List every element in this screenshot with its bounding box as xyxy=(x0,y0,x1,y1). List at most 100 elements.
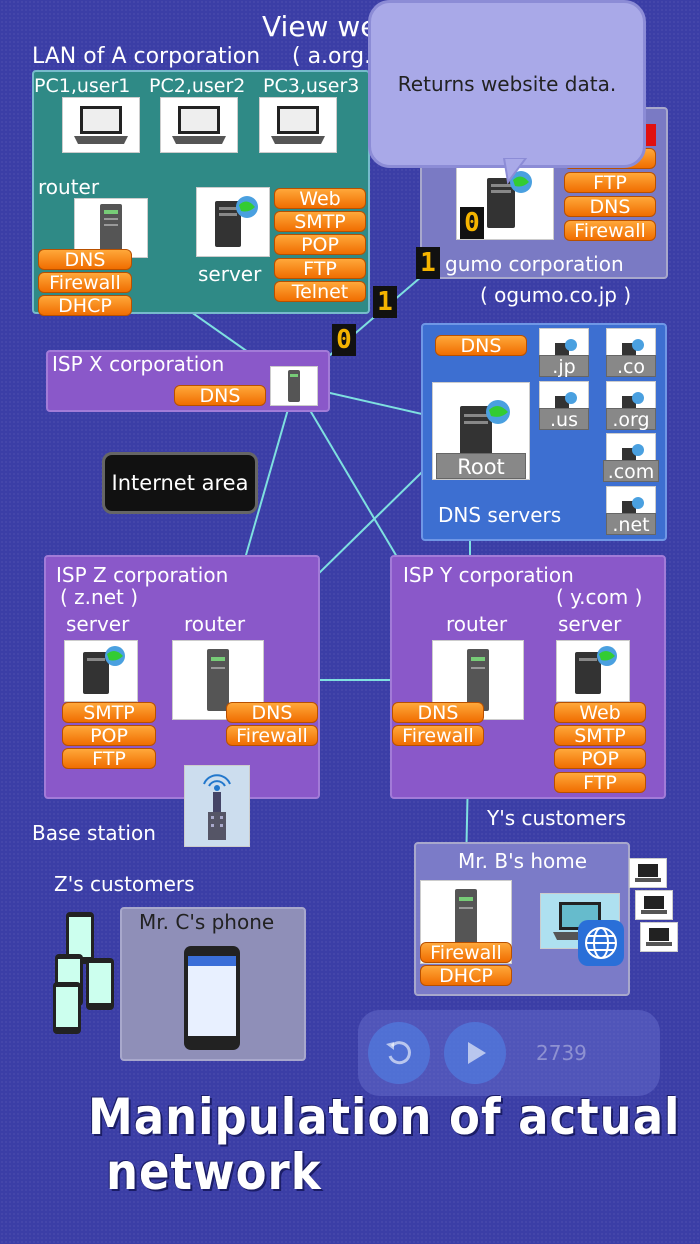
pc1-label: PC1,user1 xyxy=(34,75,131,97)
lan-a-router-firewall[interactable]: Firewall xyxy=(38,272,132,294)
isp-y-title: ISP Y corporation xyxy=(403,563,574,587)
isp-y-domain: ( y.com ) xyxy=(556,585,643,609)
c-phone-device[interactable] xyxy=(184,946,240,1050)
dns-servers-dns[interactable]: DNS xyxy=(435,335,527,357)
z-customer-phone[interactable] xyxy=(86,958,114,1010)
isp-x-title: ISP X corporation xyxy=(52,352,225,376)
packet-digit: 0 xyxy=(332,324,356,356)
caption-line-2: network xyxy=(106,1143,322,1201)
globe-grid-icon xyxy=(585,927,617,959)
server-globe-icon xyxy=(460,400,510,462)
b-home-dhcp[interactable]: DHCP xyxy=(420,965,512,987)
tooltip-tail xyxy=(502,158,528,184)
isp-y-router-label: router xyxy=(446,612,508,636)
view-heading: View we xyxy=(262,10,378,43)
y-customer-laptop[interactable] xyxy=(640,922,678,952)
y-customers-label: Y's customers xyxy=(487,806,627,830)
tld-label: .jp xyxy=(539,355,589,378)
laptop-icon xyxy=(74,106,128,144)
lan-a-server-label: server xyxy=(198,262,262,286)
laptop-icon xyxy=(641,896,667,914)
isp-y-server[interactable] xyxy=(556,640,630,702)
tld-label: .us xyxy=(539,408,589,431)
lan-a-title: LAN of A corporation xyxy=(32,44,261,69)
browser-globe-icon[interactable] xyxy=(578,920,624,966)
play-icon xyxy=(468,1042,486,1064)
pc2-laptop[interactable] xyxy=(160,97,238,153)
packet-digit: 1 xyxy=(416,247,440,279)
ogumo-firewall[interactable]: Firewall xyxy=(564,220,656,242)
tld-label: .org xyxy=(606,408,656,431)
tld-label: .net xyxy=(606,513,656,536)
ogumo-server[interactable] xyxy=(456,160,554,240)
z-customers-label: Z's customers xyxy=(54,872,195,896)
isp-z-ftp[interactable]: FTP xyxy=(62,748,156,770)
isp-z-server-label: server xyxy=(66,612,130,636)
pc3-label: PC3,user3 xyxy=(263,75,360,97)
lan-a-router-dns[interactable]: DNS xyxy=(38,249,132,271)
isp-z-pop[interactable]: POP xyxy=(62,725,156,747)
c-phone-title: Mr. C's phone xyxy=(139,910,275,934)
step-counter: 2739 xyxy=(536,1041,587,1065)
server-globe-icon xyxy=(487,171,532,228)
isp-z-dns[interactable]: DNS xyxy=(226,702,318,724)
server-globe-icon xyxy=(215,196,258,247)
tld-label: .com xyxy=(603,460,659,483)
isp-y-dns[interactable]: DNS xyxy=(392,702,484,724)
pc2-label: PC2,user2 xyxy=(149,75,246,97)
b-home-firewall[interactable]: Firewall xyxy=(420,942,512,964)
isp-x-dns[interactable]: DNS xyxy=(174,385,266,407)
router-icon xyxy=(467,649,489,711)
pc1-laptop[interactable] xyxy=(62,97,140,153)
pc3-laptop[interactable] xyxy=(259,97,337,153)
dns-servers-title: DNS servers xyxy=(438,503,562,527)
lan-a-router-dhcp[interactable]: DHCP xyxy=(38,295,132,317)
packet-digit: 0 xyxy=(460,207,484,239)
isp-y-smtp[interactable]: SMTP xyxy=(554,725,646,747)
z-customer-phone[interactable] xyxy=(53,982,81,1034)
lan-a-domain: ( a.org. xyxy=(292,44,372,69)
undo-button[interactable] xyxy=(368,1022,430,1084)
undo-icon xyxy=(386,1041,411,1065)
lan-a-router-label: router xyxy=(38,175,100,199)
lan-a-server-ftp[interactable]: FTP xyxy=(274,258,366,280)
base-station-label: Base station xyxy=(32,821,156,845)
isp-z-server[interactable] xyxy=(64,640,138,702)
isp-y-pop[interactable]: POP xyxy=(554,748,646,770)
lan-a-server-smtp[interactable]: SMTP xyxy=(274,211,366,233)
isp-y-ftp[interactable]: FTP xyxy=(554,772,646,794)
router-icon xyxy=(100,204,122,252)
isp-y-firewall[interactable]: Firewall xyxy=(392,725,484,747)
y-customer-laptop[interactable] xyxy=(629,858,667,888)
tooltip-bubble: Returns website data. xyxy=(368,0,646,168)
phone-screen xyxy=(188,956,236,1036)
router-icon xyxy=(207,649,229,711)
caption-line-1: Manipulation of actual xyxy=(88,1088,681,1146)
server-globe-icon xyxy=(83,646,125,694)
isp-x-router[interactable] xyxy=(270,366,318,406)
base-station[interactable] xyxy=(184,765,250,847)
router-icon xyxy=(288,370,300,402)
lan-a-server-web[interactable]: Web xyxy=(274,188,366,210)
tld-label: .co xyxy=(606,355,656,378)
internet-area-label: Internet area xyxy=(102,452,258,514)
lan-a-server-pop[interactable]: POP xyxy=(274,234,366,256)
play-button[interactable] xyxy=(444,1022,506,1084)
isp-z-smtp[interactable]: SMTP xyxy=(62,702,156,724)
laptop-icon xyxy=(646,928,672,946)
lan-a-router[interactable] xyxy=(74,198,148,258)
lan-a-server-telnet[interactable]: Telnet xyxy=(274,281,366,303)
server-globe-icon xyxy=(575,646,617,694)
ogumo-domain: ( ogumo.co.jp ) xyxy=(480,283,632,307)
laptop-icon xyxy=(271,106,325,144)
isp-y-server-label: server xyxy=(558,612,622,636)
b-home-title: Mr. B's home xyxy=(458,849,588,873)
ogumo-title: gumo corporation xyxy=(445,252,624,276)
lan-a-server[interactable] xyxy=(196,187,270,257)
y-customer-laptop[interactable] xyxy=(635,890,673,920)
ogumo-ftp[interactable]: FTP xyxy=(564,172,656,194)
isp-y-web[interactable]: Web xyxy=(554,702,646,724)
isp-z-firewall[interactable]: Firewall xyxy=(226,725,318,747)
ogumo-dns[interactable]: DNS xyxy=(564,196,656,218)
isp-z-title: ISP Z corporation xyxy=(56,563,229,587)
